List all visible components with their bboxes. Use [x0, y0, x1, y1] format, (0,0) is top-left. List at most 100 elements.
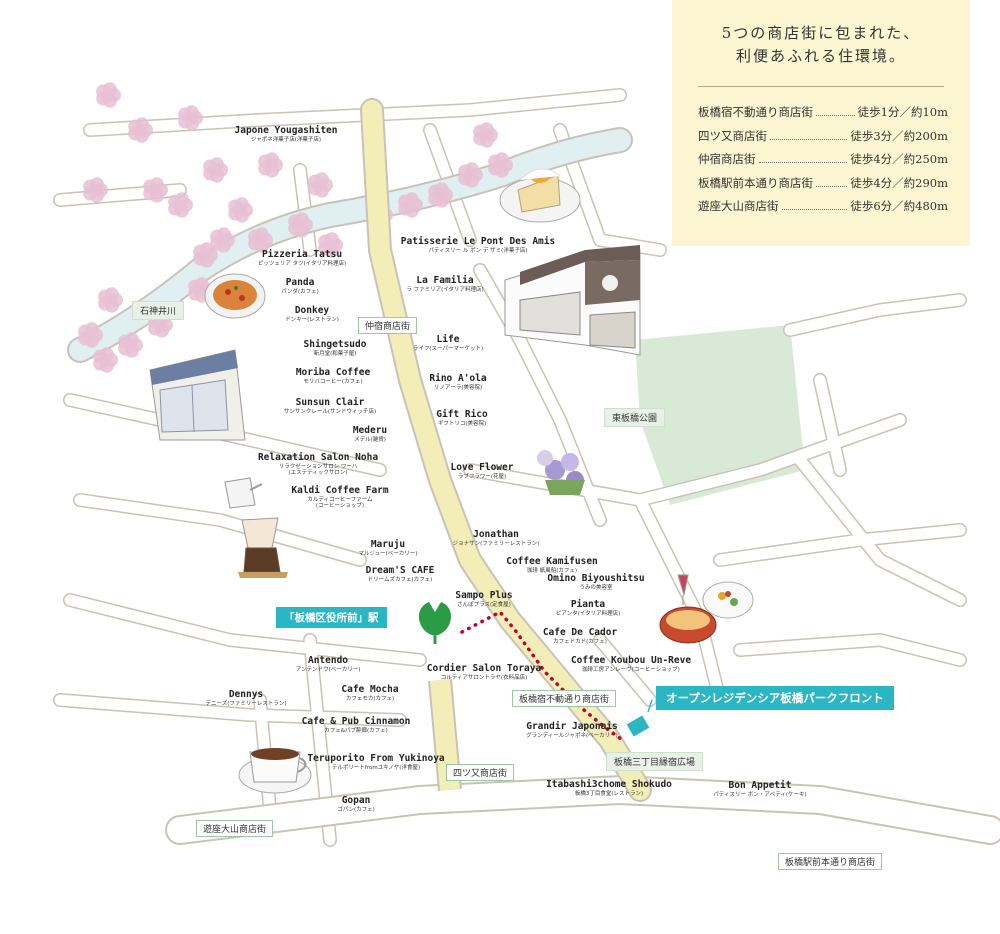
blossom-petal [102, 82, 117, 97]
shop-name: Kaldi Coffee Farm [291, 485, 389, 496]
street-label-fudo: 板橋宿不動通り商店街 [512, 690, 617, 707]
street-label-ekimae: 板橋駅前本通り商店街 [778, 853, 883, 870]
street-label-nakajuku: 仲宿商店街 [358, 317, 418, 334]
street-row: 板橋駅前本通り商店街 徒歩4分／約290m [698, 175, 948, 199]
leader-dots [781, 209, 848, 210]
shop-name: Moriba Coffee [295, 367, 371, 378]
shop-subtitle: ギフトリコ(美容院) [437, 420, 487, 427]
residence-marker [626, 715, 650, 737]
shop-name: Jonathan [473, 529, 519, 540]
cafe-storefront-illustration [149, 349, 246, 441]
blossom-petal [84, 322, 99, 337]
coffee-cup-illustration [238, 748, 312, 794]
street-name: 板橋宿不動通り商店街 [698, 105, 813, 119]
shop-name: Cafe Mocha [341, 684, 399, 695]
shop-subtitle: コルティアサロントラヤ(衣料品店) [440, 674, 528, 681]
shop-subtitle: カルディコーヒーファーム [307, 496, 373, 503]
shop-name: Cordier Salon Toraya [426, 663, 542, 674]
shop-subtitle: テルポリートfromユキノヤ(洋食屋) [331, 764, 421, 771]
walk-time: 徒歩1分／約10m [857, 105, 948, 119]
shop-subtitle: ライフ(スーパーマーケット) [412, 345, 484, 352]
blossom-petal [324, 232, 339, 247]
blossom-petal [99, 347, 114, 362]
shop-name: Cafe & Pub Cinnamon [301, 716, 411, 727]
blossom-petal [174, 192, 189, 207]
blossom-petal [89, 177, 104, 192]
shop-subtitle: ラ ファミリア(イタリア料理店) [406, 286, 484, 293]
street-row: 板橋宿不動通り商店街 徒歩1分／約10m [698, 104, 948, 128]
walk-time: 徒歩4分／約290m [850, 175, 948, 190]
shop-name: Gopan [341, 795, 371, 806]
flower-illustration [537, 450, 585, 495]
street-label-yotsumata: 四ツ又商店街 [446, 764, 515, 781]
shop-subtitle: うみの美容室 [579, 584, 613, 591]
shop-subtitle: カフェドカド(カフェ) [553, 638, 607, 645]
shop-name: Grandir Japonais [526, 721, 618, 732]
shop-name: Donkey [294, 305, 330, 316]
river-label: 石神井川 [132, 301, 185, 320]
blossom-petal [149, 177, 164, 192]
blossom-petal [209, 157, 224, 172]
shop-subtitle: マルジュー(ベーカリー) [358, 550, 418, 557]
street-name: 四ツ又商店街 [698, 128, 767, 143]
blossom-petal [254, 227, 269, 242]
shop-name: Gift Rico [436, 409, 488, 420]
shop-name: Relaxation Salon Noha [257, 452, 379, 463]
street-row: 遊座大山商店街徒歩6分／約480m [698, 198, 948, 222]
shop-name: Dream'S CAFE [365, 565, 435, 576]
leader-dots [770, 138, 848, 140]
shop-subtitle: リラクゼーションサロン ワーハ [278, 463, 358, 470]
square-label: 板橋三丁目縁宿広場 [606, 752, 704, 771]
leader-dots [816, 115, 855, 116]
street-row: 四ツ又商店街 徒歩3分／約200m [698, 128, 948, 152]
cake-illustration [499, 168, 581, 223]
shop-name: Omino Biyoushitsu [547, 573, 645, 584]
walk-time: 徒歩3分／約200m [850, 128, 948, 143]
shop-subtitle: さんぽプラス(定食屋) [457, 601, 511, 608]
street-name: 仲宿商店街 [698, 152, 756, 166]
shop-name: Sampo Plus [455, 590, 513, 601]
street-name: 板橋駅前本通り商店街 [698, 175, 813, 190]
station-label: 「板橋区役所前」駅 [276, 607, 387, 628]
shop-subtitle: パンダ(カフェ) [281, 288, 319, 295]
park-label: 東板橋公園 [604, 408, 666, 427]
shop-name: Shingetsudo [303, 339, 367, 350]
blossom-petal [234, 197, 249, 212]
shop-subtitle: グランディールジャポネ(ベーカリー) [526, 732, 618, 739]
shop-subtitle: ラブフラワー(花屋) [457, 473, 507, 480]
park-area [635, 325, 805, 505]
leader-dots [758, 162, 848, 163]
food-platter-illustration [659, 574, 754, 644]
shop-subtitle: アンテンドウ(ベーカリー) [295, 666, 361, 673]
shop-subtitle: パティスリー ル ポン デ ザミ(洋菓子店) [428, 247, 528, 254]
shop-subtitle: サンサンクレール(サンドウィッチ店) [283, 408, 377, 415]
shop-subtitle: メデル(雑貨) [354, 436, 386, 443]
shop-name: Teruporito From Yukinoya [307, 753, 445, 764]
shop-name: Pianta [570, 599, 606, 610]
leader-dots [816, 185, 848, 187]
blossom-petal [294, 212, 309, 227]
blossom-petal [216, 227, 231, 242]
shop-subtitle: ドリームズカフェ(カフェ) [367, 576, 433, 583]
